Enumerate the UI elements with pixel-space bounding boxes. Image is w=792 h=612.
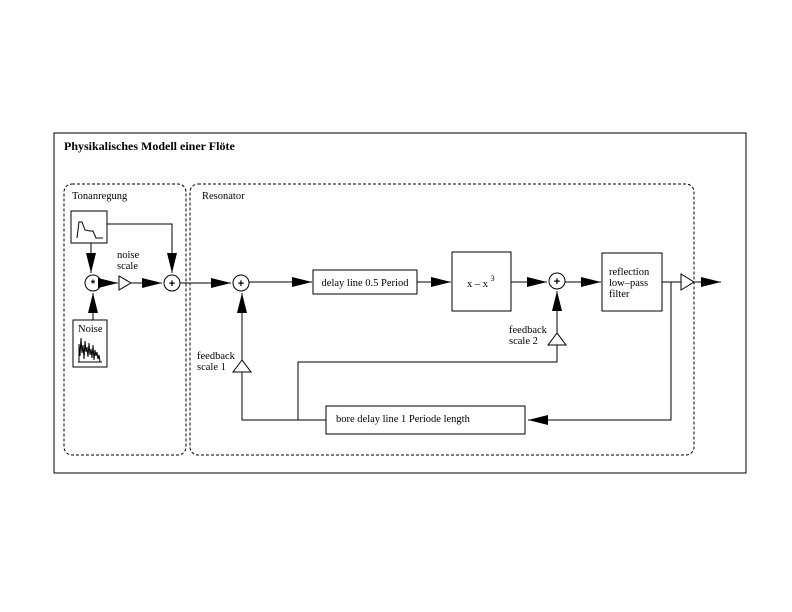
feedback-scale-1-amp <box>232 359 252 373</box>
resonator-section <box>189 183 695 456</box>
reflection-label-3: filter <box>609 289 630 300</box>
reflection-label-1: reflection <box>609 267 650 278</box>
feedback-scale-1-label-2: scale 1 <box>197 362 226 373</box>
resonator-label: Resonator <box>202 191 245 202</box>
nonlinear-exponent: 3 <box>491 274 495 283</box>
bore-delay-label: bore delay line 1 Periode length <box>336 414 471 425</box>
feedback-scale-2-label-1: feedback <box>509 325 548 336</box>
delay-half-block <box>312 269 418 295</box>
envelope-icon <box>76 221 103 239</box>
excitation-label: Tonanregung <box>72 191 128 202</box>
feedback-scale-2-amp <box>547 332 567 346</box>
resonator-adder: + <box>232 274 250 292</box>
noise-icon <box>78 337 101 363</box>
noise-scale-amp <box>118 275 132 291</box>
add-symbol-3: + <box>554 276 560 288</box>
add-symbol-1: + <box>169 278 175 290</box>
excitation-section <box>63 183 187 456</box>
noise-scale-label-2: scale <box>117 261 138 272</box>
nonlinear-block <box>451 251 512 312</box>
reflection-label-2: low–pass <box>609 278 648 289</box>
delay-half-label: delay line 0.5 Period <box>322 278 410 289</box>
noise-scale-label-1: noise <box>117 250 140 261</box>
reflection-filter-block <box>601 252 663 312</box>
noise-label: Noise <box>78 324 103 335</box>
feedback-adder: + <box>548 272 566 290</box>
envelope-block <box>70 210 108 244</box>
multiplier-node: * <box>84 274 102 292</box>
diagram-title: Physikalisches Modell einer Flöte <box>64 139 235 153</box>
nonlinear-label: x – x 3 <box>467 274 495 290</box>
output-amp <box>680 273 695 291</box>
feedback-scale-1-label-1: feedback <box>197 351 236 362</box>
nonlinear-base: x – x <box>467 279 489 290</box>
outer-frame <box>53 132 747 474</box>
add-symbol-2: + <box>238 278 244 290</box>
signal-connections <box>86 223 721 425</box>
feedback-scale-2-label-2: scale 2 <box>509 336 538 347</box>
noise-block: Noise <box>72 319 108 368</box>
excitation-adder: + <box>163 274 181 292</box>
bore-delay-block <box>325 405 526 435</box>
multiply-symbol: * <box>91 278 96 290</box>
